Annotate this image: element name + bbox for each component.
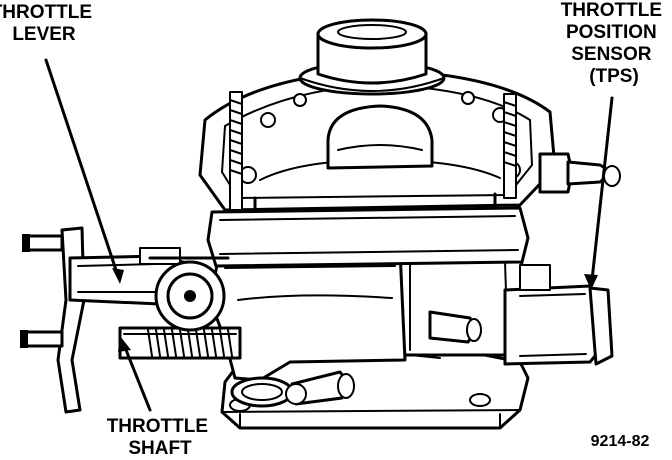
lever-stud-upper bbox=[22, 234, 64, 252]
return-spring bbox=[147, 329, 233, 357]
tps-label-line3: SENSOR bbox=[571, 44, 652, 65]
mounting-stud-left bbox=[229, 91, 243, 211]
fuel-inlet-fitting bbox=[538, 152, 621, 194]
fuel-injector bbox=[326, 104, 434, 170]
mounting-stud-right bbox=[503, 93, 517, 199]
throttle-shaft-label: THROTTLE SHAFT bbox=[107, 416, 214, 459]
vacuum-fitting-lower bbox=[285, 370, 355, 406]
injector-cap bbox=[298, 18, 446, 96]
vacuum-fitting-center bbox=[428, 310, 482, 344]
shaft-boss bbox=[148, 256, 230, 332]
throttle-lever-label-line1: THROTTLE bbox=[0, 2, 92, 23]
throttle-lever-label: THROTTLE LEVER bbox=[0, 2, 97, 45]
throttle-lever-label-line2: LEVER bbox=[12, 24, 76, 45]
throttle-shaft-label-line1: THROTTLE bbox=[107, 416, 208, 437]
throttle-position-sensor bbox=[503, 264, 614, 366]
tps-label: THROTTLE POSITION SENSOR (TPS) bbox=[561, 0, 668, 87]
lever-stud-lower bbox=[20, 330, 64, 348]
leader-lines bbox=[44, 58, 614, 412]
throttle-shaft-label-line2: SHAFT bbox=[128, 438, 192, 459]
mounting-flange bbox=[220, 350, 530, 430]
tps-label-line2: POSITION bbox=[566, 22, 657, 43]
gasket-plate bbox=[206, 195, 530, 268]
tps-label-line4: (TPS) bbox=[589, 66, 639, 87]
figure-number: 9214-82 bbox=[591, 433, 650, 450]
tps-label-line1: THROTTLE bbox=[561, 0, 662, 21]
